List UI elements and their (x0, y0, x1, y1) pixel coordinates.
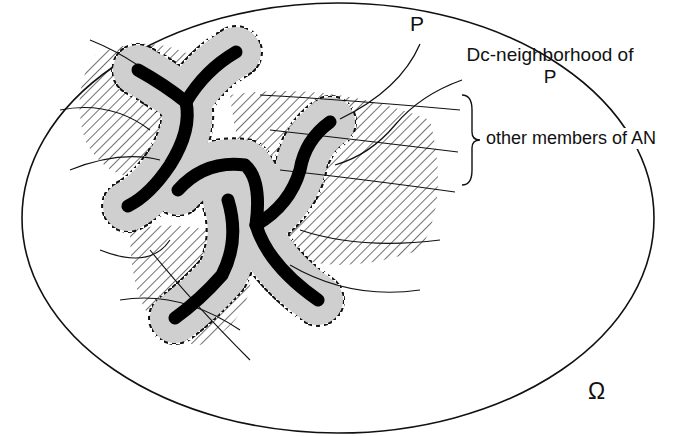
region-label: Ω (588, 378, 605, 404)
set-label: P (410, 12, 424, 36)
members-label: other members of AN (484, 128, 658, 149)
member-curves (60, 40, 460, 360)
neighborhood-fill (128, 52, 330, 318)
set-p (128, 52, 330, 318)
hatched-regions (79, 44, 438, 345)
leader-line (335, 80, 462, 165)
dashed-outline (128, 52, 330, 318)
curly-bracket (462, 95, 480, 185)
neighborhood-label: Dc-neighborhood of P (462, 44, 638, 88)
omega-boundary (22, 3, 654, 433)
leader-line (340, 44, 420, 119)
dc-neighborhood (128, 52, 330, 318)
